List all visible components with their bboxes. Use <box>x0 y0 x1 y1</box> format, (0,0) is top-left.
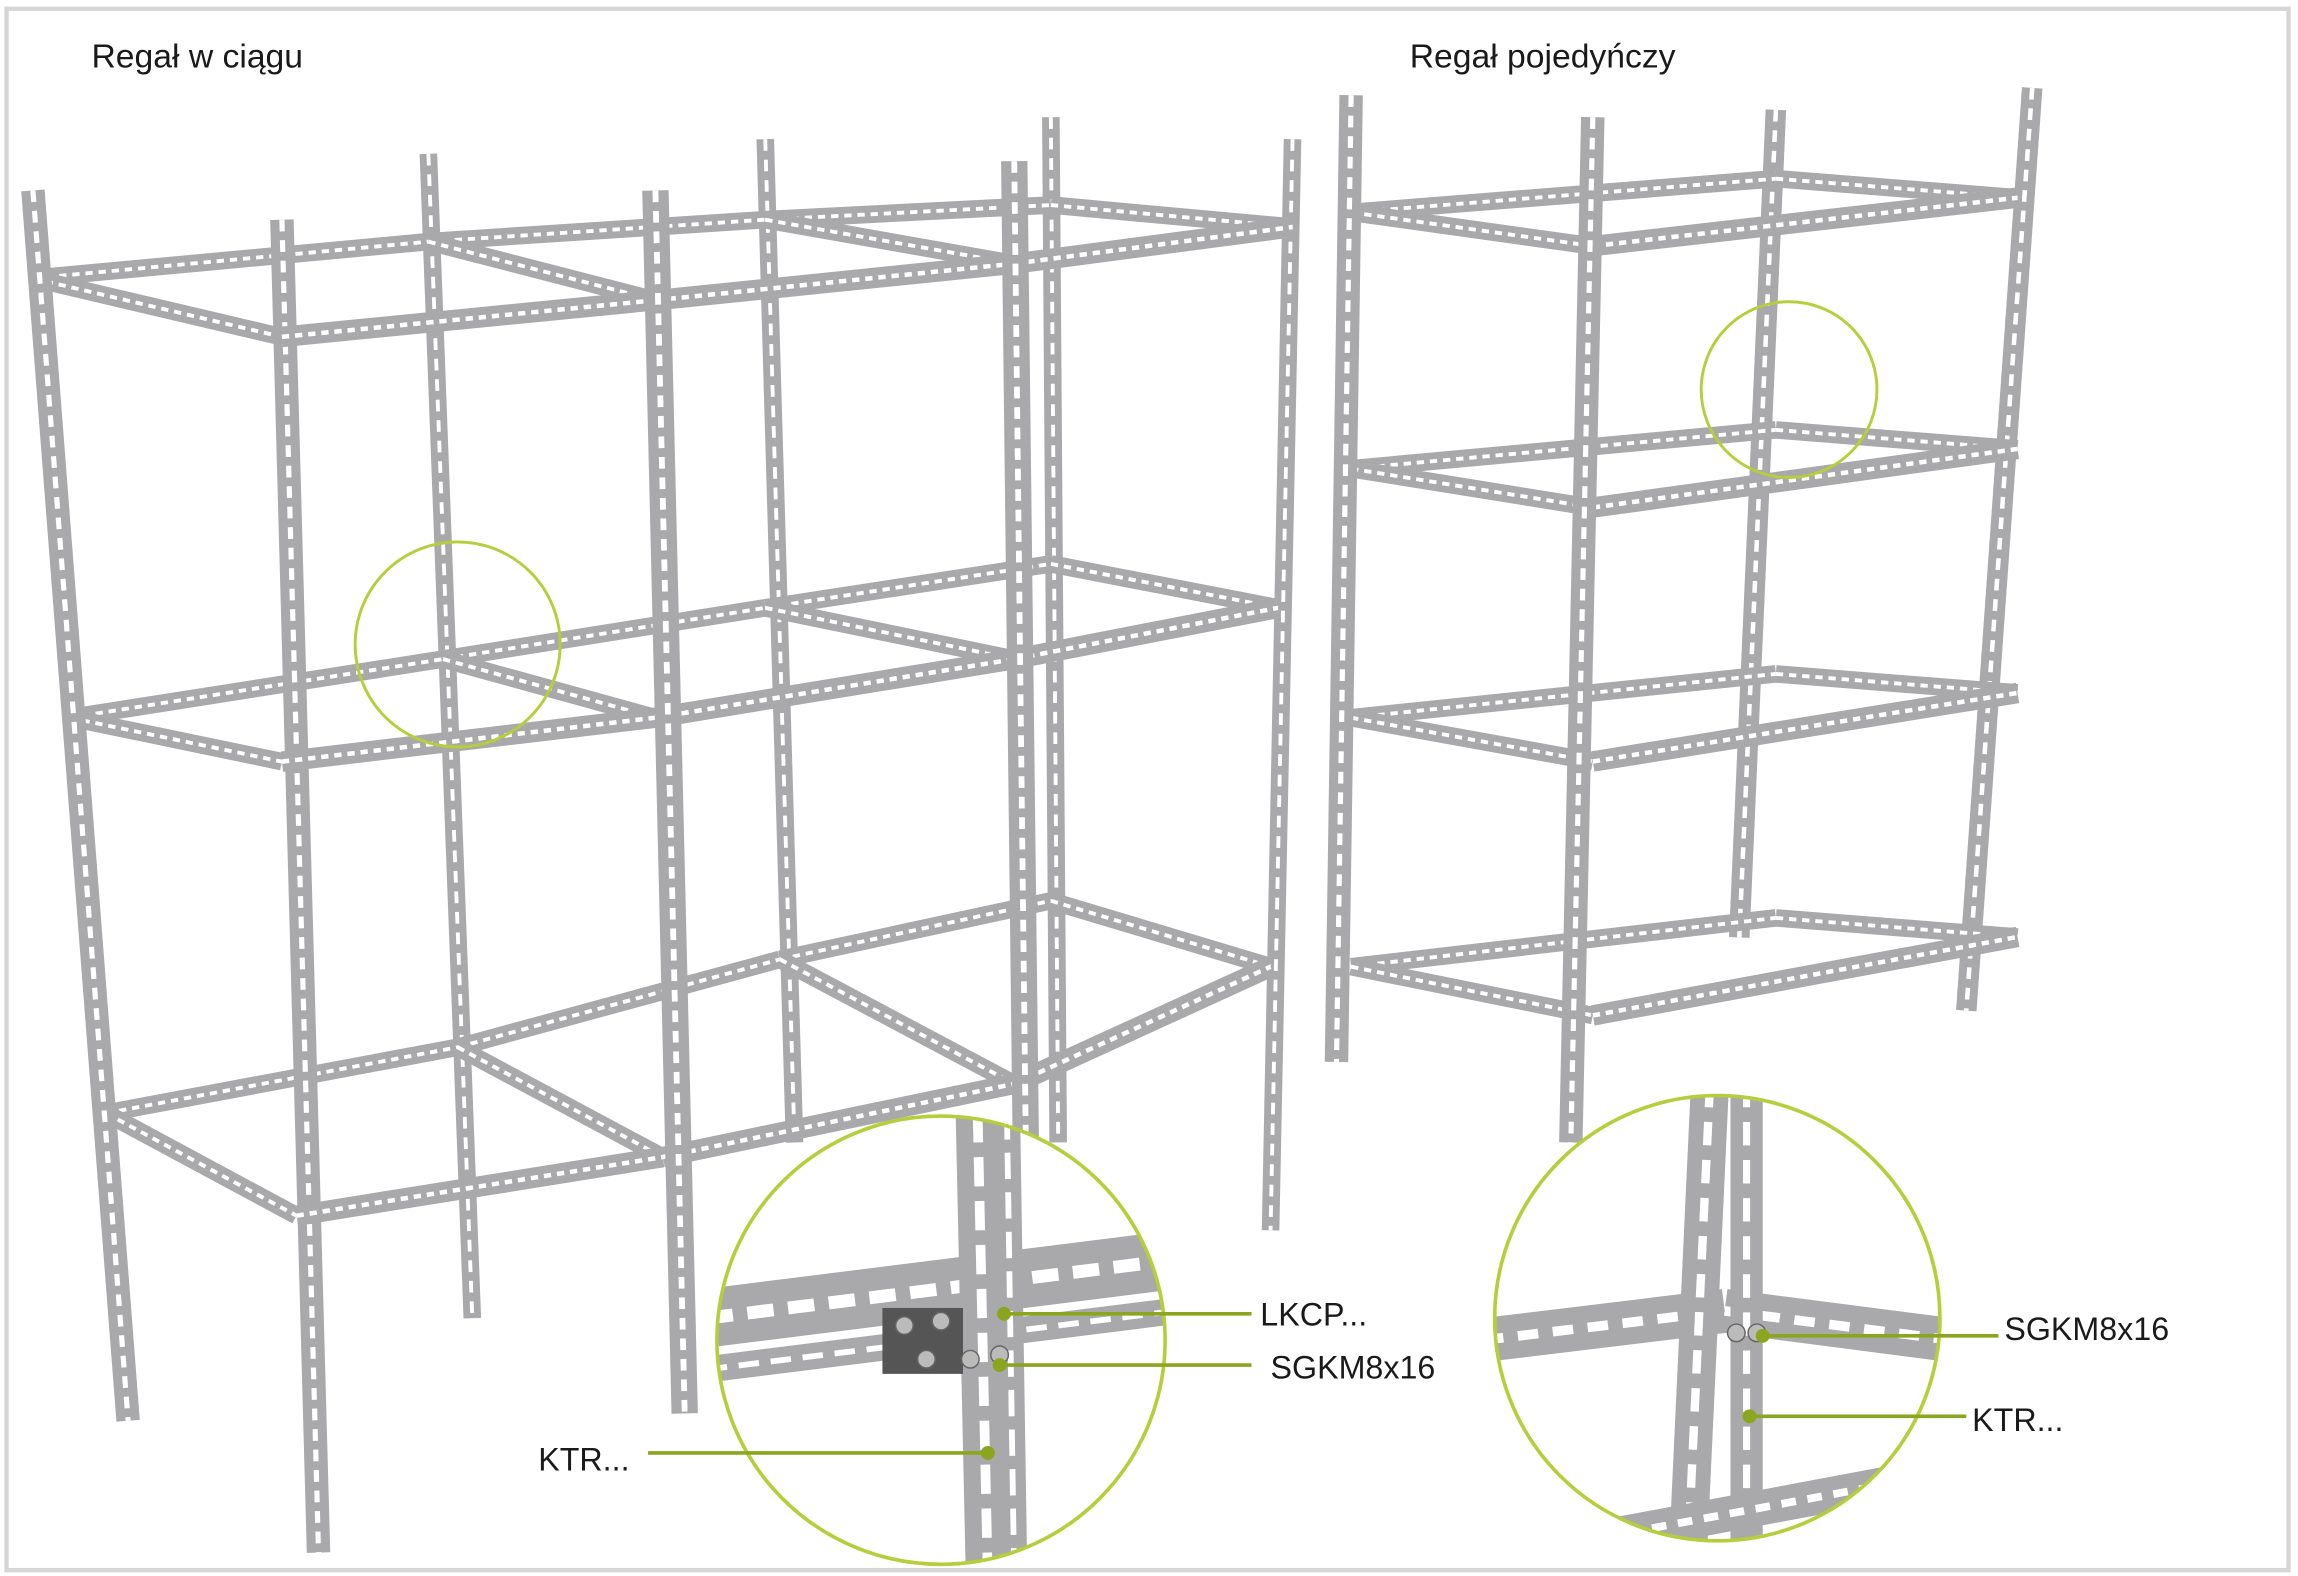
shelf-beam-back-slots <box>428 217 766 244</box>
callout-lkcp-left: LKCP... <box>1260 1297 1367 1333</box>
shelf-beam-back-slots <box>105 1045 459 1116</box>
shelf-beam-back-slots <box>1350 671 1777 720</box>
shelf-beam-front-slots <box>281 298 656 340</box>
shelf-beam-front-slots <box>1592 446 2018 510</box>
shelf-beam-back-slots <box>442 605 766 662</box>
callout-ktr-left: KTR... <box>538 1442 629 1478</box>
upright-slots <box>1333 95 1354 1062</box>
shelf-beam-side <box>453 1039 667 1165</box>
shelf-beam-front-slots <box>1592 690 2018 764</box>
callout-sgkm-left: SGKM8x16 <box>1271 1349 1436 1385</box>
upright-slots <box>1011 161 1032 1407</box>
shelf-beam-side <box>426 233 658 309</box>
shelf-beam-side-slots <box>1350 964 1594 1018</box>
detail-upright-flange <box>993 1116 1028 1565</box>
detail-beam-slots <box>1494 1306 1726 1345</box>
shelf-beam-side-slots <box>778 957 1016 1086</box>
title-continuous-rack: Regał w ciągu <box>91 38 303 75</box>
shelf-beam-front-slots <box>1013 224 1293 266</box>
bolt-icon <box>894 1316 914 1336</box>
shelf-beam-front-slots <box>662 1081 1015 1160</box>
upright-slots <box>1964 87 2035 1011</box>
callout-sgkm-right: SGKM8x16 <box>2004 1311 2169 1347</box>
shelf-beam-side-slots <box>1775 915 2018 939</box>
shelf-beam-front-slots <box>1013 605 1279 662</box>
shelf-beam-back-slots <box>32 239 429 281</box>
highlight-circle-left <box>353 540 562 749</box>
upright-slots <box>30 190 131 1421</box>
shelf-beam-back-slots <box>1350 427 1777 471</box>
continuous-rack-illustration <box>21 117 1302 1553</box>
shelf-beam-side-slots <box>1350 466 1594 510</box>
shelf-beam-side-slots <box>69 715 283 764</box>
shelf-beam-back-slots <box>779 898 1052 962</box>
shelf-beam-side-slots <box>764 605 1015 662</box>
shelf-beam-back-slots <box>764 561 1052 610</box>
upright <box>642 190 698 1414</box>
upright-slots <box>1048 117 1061 1143</box>
bolt-icon <box>1726 1323 1746 1343</box>
detail-upright-slots <box>1683 1095 1715 1541</box>
shelf-beam-front-slots <box>281 715 656 764</box>
shelf-beam-side-slots <box>764 217 1015 266</box>
upright-slots <box>1568 117 1596 1143</box>
shelf-beam-side-slots <box>1350 210 1594 248</box>
bolt-icon <box>960 1349 980 1369</box>
title-single-rack: Regał pojedyńczy <box>1410 38 1676 75</box>
shelf-beam-back-slots <box>69 657 444 720</box>
single-rack-illustration <box>1324 87 2043 1143</box>
detail-beam-slots <box>716 1253 1166 1325</box>
shelf-beam-front-slots <box>1592 195 2018 249</box>
shelf-beam-back-slots <box>457 957 781 1050</box>
shelf-beam-front-slots <box>1592 934 2018 1018</box>
shelf-beam-back-slots <box>1350 176 1777 215</box>
upright-slots <box>279 219 322 1553</box>
leader-lines <box>648 1306 1999 1460</box>
shelf-beam-side-slots <box>105 1111 298 1218</box>
shelf-beam-side-slots <box>1050 898 1272 969</box>
shelf-beam-front-slots <box>296 1154 664 1218</box>
callout-ktr-right: KTR... <box>1972 1402 2063 1438</box>
bolt-icon <box>931 1311 951 1331</box>
upright-slots <box>763 139 797 1143</box>
shelf-beam-side <box>1049 555 1280 617</box>
shelf-beam-front <box>653 648 1016 728</box>
detail-zoom-right <box>1492 1093 1942 1543</box>
highlight-circle-right <box>1699 300 1879 479</box>
shelf-beam-side-slots <box>1350 715 1594 764</box>
upright-slots <box>1268 139 1295 1231</box>
shelf-beam-front <box>654 253 1016 311</box>
bolt-icon <box>916 1349 936 1369</box>
detail-upright-slots <box>972 1116 993 1565</box>
shelf-beam-side-slots <box>32 276 283 339</box>
shelf-beam-front <box>1009 957 1275 1094</box>
upright-slots <box>1737 109 1779 938</box>
